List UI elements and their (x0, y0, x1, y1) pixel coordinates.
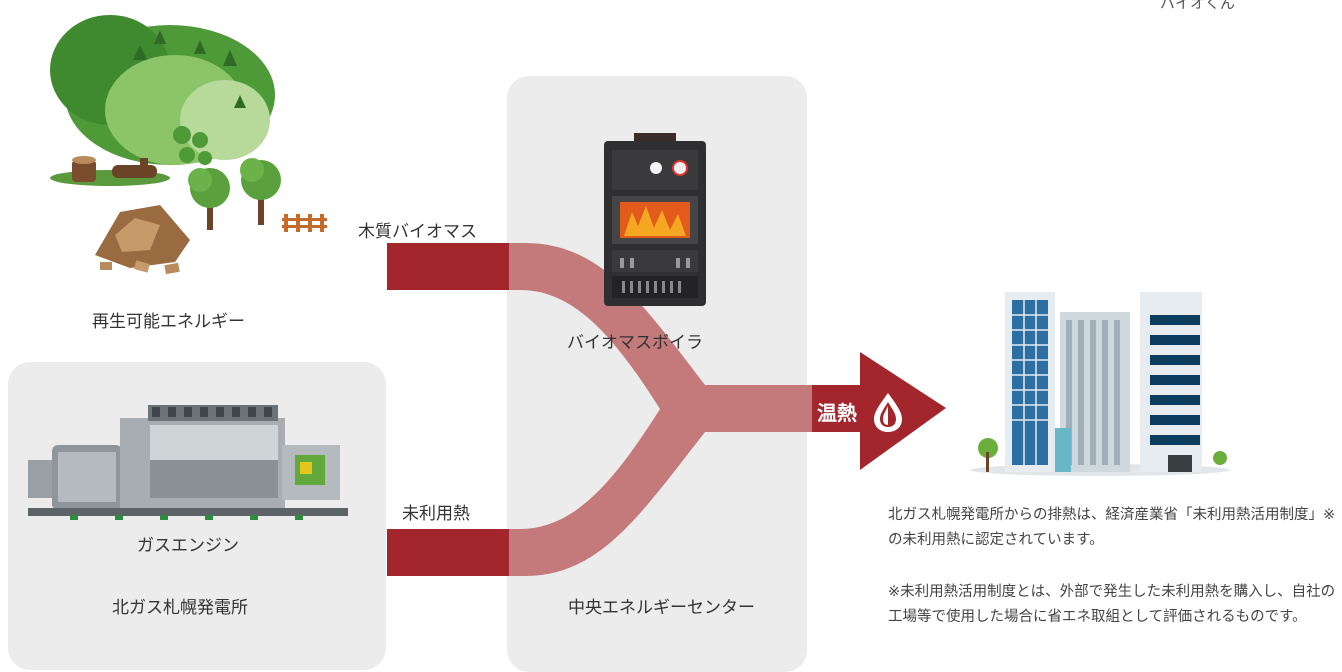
plant-footnote: ※未利用熱活用制度とは、外部で発生した未利用熱を購入し、自社の工場等で使用した場… (888, 584, 1336, 625)
forest-hills-icon (50, 15, 275, 165)
fence-icon (282, 214, 327, 232)
engine-caption: ガスエンジン (137, 536, 239, 556)
water-drop-icon (874, 393, 902, 432)
logs-icon (50, 156, 170, 186)
corner-label: バイオくん (1160, 0, 1236, 12)
biomass-flow-bar (387, 243, 509, 290)
output-heat-label: 温熱 (817, 401, 857, 425)
energy-center-title: 中央エネルギーセンター (568, 598, 755, 618)
boiler-caption: バイオマスボイラ (567, 333, 703, 353)
gas-plant-title: 北ガス札幌発電所 (112, 598, 248, 618)
flow-label-waste-heat: 未利用熱 (402, 504, 470, 524)
waste-heat-flow-bar (387, 529, 509, 576)
merge-flow-band (509, 243, 812, 576)
boiler-icon (604, 133, 706, 306)
gas-engine-icon (28, 405, 348, 520)
output-arrowhead (860, 352, 946, 470)
wood-chips-icon (95, 205, 190, 275)
tree-icon (188, 158, 281, 230)
flow-label-biomass: 木質バイオマス (358, 222, 477, 242)
buildings-icon (970, 292, 1230, 476)
output-flow-bar (812, 385, 862, 432)
plant-note: 北ガス札幌発電所からの排熱は、経済産業省「未利用熱活用制度」※の未利用熱に認定さ… (888, 507, 1336, 548)
renewable-caption: 再生可能エネルギー (92, 312, 245, 332)
